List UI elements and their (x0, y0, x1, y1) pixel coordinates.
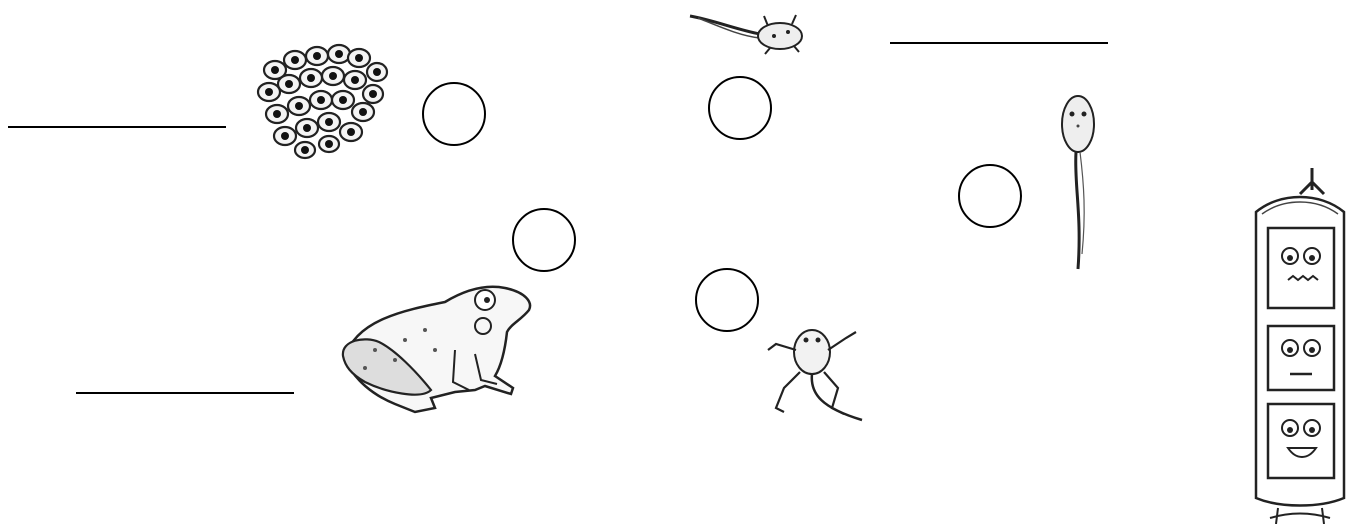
order-circle-swimming-tadpole[interactable] (708, 76, 772, 140)
froglet-image (762, 316, 872, 426)
feedback-meter (1250, 168, 1350, 524)
young-tadpole-image (1058, 94, 1098, 274)
order-circle-froglet[interactable] (695, 268, 759, 332)
frog-eggs-image (255, 42, 395, 162)
order-circle-tadpole[interactable] (958, 164, 1022, 228)
adult-frog-image (335, 280, 535, 420)
answer-line-2[interactable] (890, 42, 1108, 44)
order-circle-frog[interactable] (512, 208, 576, 272)
neutral-face-icon[interactable] (1274, 334, 1328, 384)
tadpole-with-legs-image (688, 6, 808, 56)
answer-line-3[interactable] (76, 392, 294, 394)
answer-line-1[interactable] (8, 126, 226, 128)
happy-face-icon[interactable] (1274, 414, 1328, 470)
order-circle-eggs[interactable] (422, 82, 486, 146)
sad-face-icon[interactable] (1274, 240, 1328, 296)
